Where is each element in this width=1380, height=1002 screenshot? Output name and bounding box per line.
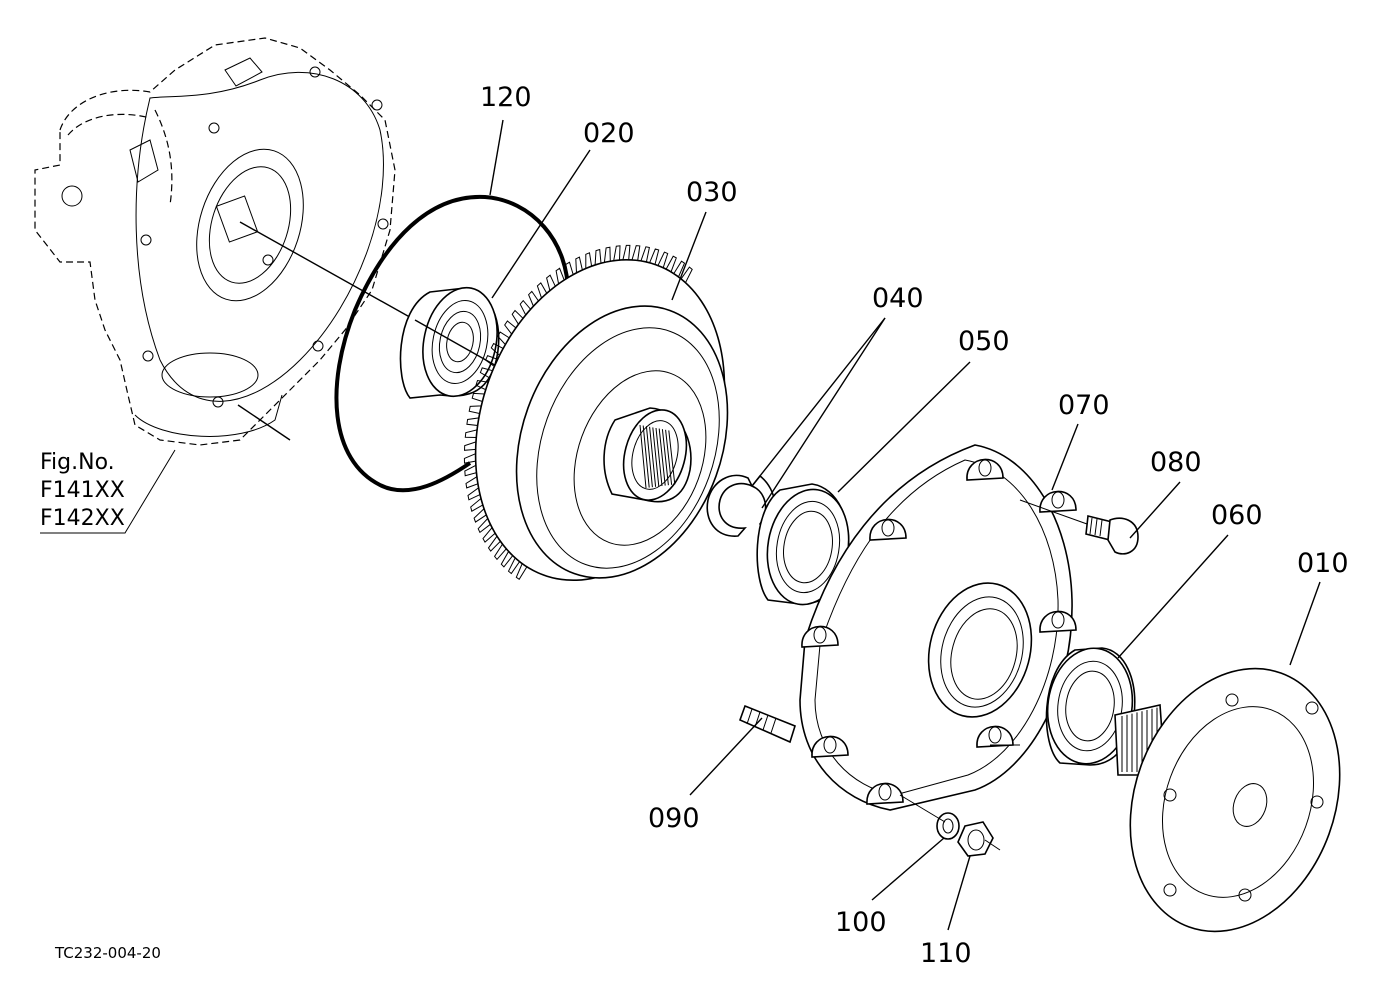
callout-110: 110 [920,855,972,969]
svg-text:120: 120 [480,82,532,113]
gear-housing [34,37,416,446]
svg-text:110: 110 [920,938,972,969]
callout-050: 050 [837,326,1010,493]
bolt-080 [1085,515,1139,555]
hub-spline [661,429,669,486]
final-gear-030 [463,244,729,582]
svg-text:070: 070 [1058,390,1110,421]
hub-spline [658,428,666,486]
hub-spline [649,426,657,487]
callout-040: 040 [751,283,924,509]
svg-text:010: 010 [1297,548,1349,579]
nut-110 [957,821,994,857]
gear-teeth [463,244,693,581]
callout-090: 090 [648,717,763,834]
callout-080: 080 [1129,447,1202,539]
callout-100: 100 [835,837,945,938]
svg-text:040: 040 [872,283,924,314]
figure-ref-line2: F141XX [40,478,125,503]
svg-text:080: 080 [1150,447,1202,478]
callout-120: 120 [480,82,532,196]
hub-spline [642,425,650,488]
svg-text:090: 090 [648,803,700,834]
hub-spline [652,427,660,487]
callout-020: 020 [491,118,635,299]
figure-ref-line1: Fig.No. [40,450,115,475]
figure-ref-line3: F142XX [40,506,125,531]
svg-text:050: 050 [958,326,1010,357]
hub-spline [639,424,647,489]
svg-text:060: 060 [1211,500,1263,531]
cover-lug [801,625,839,648]
cover-lug [1039,490,1077,513]
cover-lug [866,782,904,805]
stud-090 [738,704,796,744]
callout-030: 030 [671,177,738,301]
cover-lug [1039,610,1077,633]
svg-text:020: 020 [583,118,635,149]
callout-010: 010 [1289,548,1349,666]
snap-ring-120 [334,194,571,493]
hub-spline [655,427,663,487]
svg-text:100: 100 [835,907,887,938]
callout-060: 060 [1117,500,1263,659]
hub-spline [668,430,676,485]
drawing-code: TC232-004-20 [54,944,161,962]
cover-lug [811,735,849,758]
svg-text:030: 030 [686,177,738,208]
figure-ref-leader [40,449,176,534]
axle-flange-010 [1114,667,1341,933]
hub-spline [645,426,653,488]
cover-lug [869,518,907,541]
lock-washer-100 [936,812,960,840]
cover-plate-070 [799,444,1077,811]
oil-seal-060 [1045,647,1136,766]
hub-spline [665,429,673,485]
cover-lug [976,725,1014,748]
cover-lug [966,458,1004,481]
callout-070: 070 [1051,390,1110,491]
